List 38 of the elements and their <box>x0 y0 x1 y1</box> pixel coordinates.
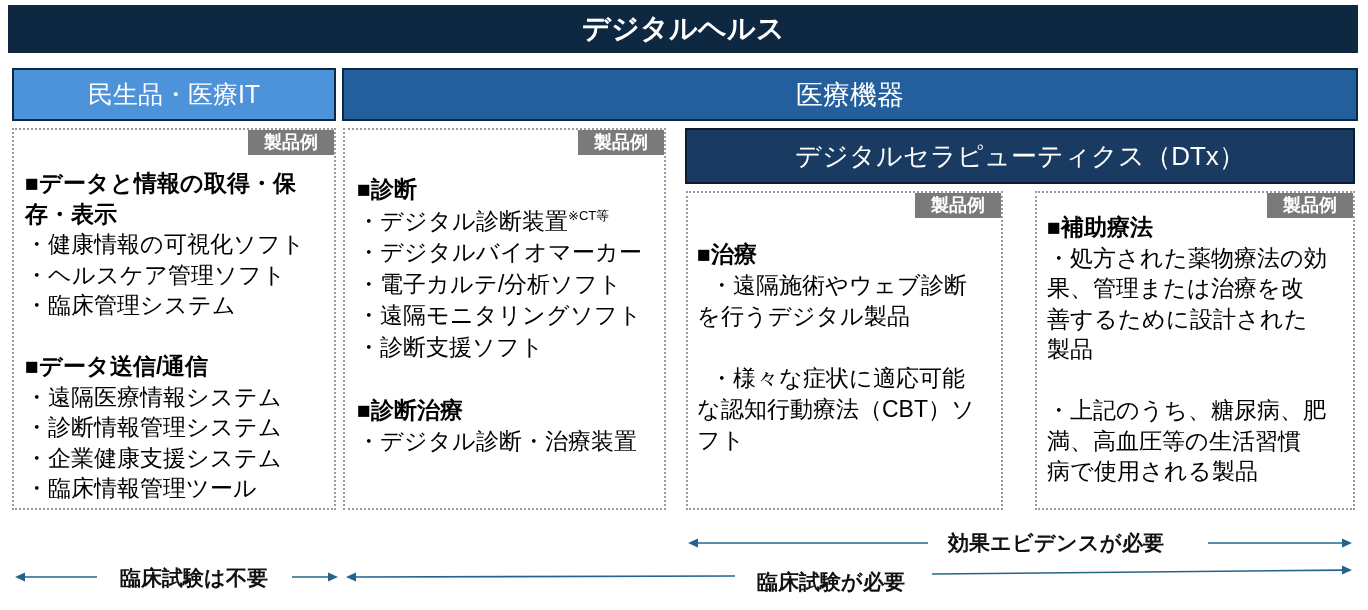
example-tag: 製品例 <box>578 130 664 155</box>
section-heading: ■診断 <box>357 175 417 204</box>
category-band: 医療機器 <box>342 68 1358 121</box>
section-heading: ■データ送信/通信 <box>25 352 209 381</box>
list-item: ・様々な症状に適応可能な認知行動療法（CBT）ソフト <box>697 364 975 455</box>
category-band: 民生品・医療IT <box>12 68 336 121</box>
section-heading: ■治療 <box>697 240 757 269</box>
title-band: デジタルヘルス <box>8 5 1358 53</box>
list-item: ・デジタルバイオマーカー <box>357 238 642 267</box>
list-item: ・診断情報管理システム <box>25 413 282 442</box>
category-band: デジタルセラピューティクス（DTx） <box>685 128 1355 184</box>
list-item: ・企業健康支援システム <box>25 443 282 473</box>
list-item: ・遠隔モニタリングソフト <box>357 301 642 330</box>
list-item: ・処方された薬物療法の効果、管理または治療を改善するために設計された製品 <box>1047 243 1327 364</box>
list-item: ・臨床情報管理ツール <box>25 474 257 503</box>
list-item: ・ヘルスケア管理ソフト <box>25 260 286 290</box>
example-panel <box>1035 191 1355 510</box>
example-panel <box>12 128 336 510</box>
list-item: ・上記のうち、糖尿病、肥満、高血圧等の生活習慣病で使用される製品 <box>1047 396 1326 486</box>
section-heading: ■データと情報の取得・保存・表示 <box>25 169 296 229</box>
example-panel <box>686 191 1003 510</box>
example-tag: 製品例 <box>248 130 334 155</box>
section-heading: ■診断治療 <box>357 395 463 425</box>
range-label: 効果エビデンスが必要 <box>948 530 1164 556</box>
list-item: ・健康情報の可視化ソフト <box>25 230 305 259</box>
list-item: ・診断支援ソフト <box>357 332 544 362</box>
list-item: ・電子カルテ/分析ソフト <box>357 269 623 299</box>
section-heading: ■補助療法 <box>1047 213 1153 242</box>
example-panel <box>343 128 666 510</box>
range-label: 臨床試験は不要 <box>120 565 268 591</box>
list-item: ・遠隔医療情報システム <box>25 382 282 412</box>
list-item: ・臨床管理システム <box>25 291 236 320</box>
example-tag: 製品例 <box>1267 193 1353 218</box>
list-item: ・デジタル診断装置$^{※CT等}$ <box>357 206 610 236</box>
example-tag: 製品例 <box>915 193 1001 218</box>
range-label: 臨床試験が必要 <box>757 569 905 595</box>
list-item: ・デジタル診断・治療装置 <box>357 427 637 456</box>
list-item: ・遠隔施術やウェブ診断を行うデジタル製品 <box>697 271 967 331</box>
